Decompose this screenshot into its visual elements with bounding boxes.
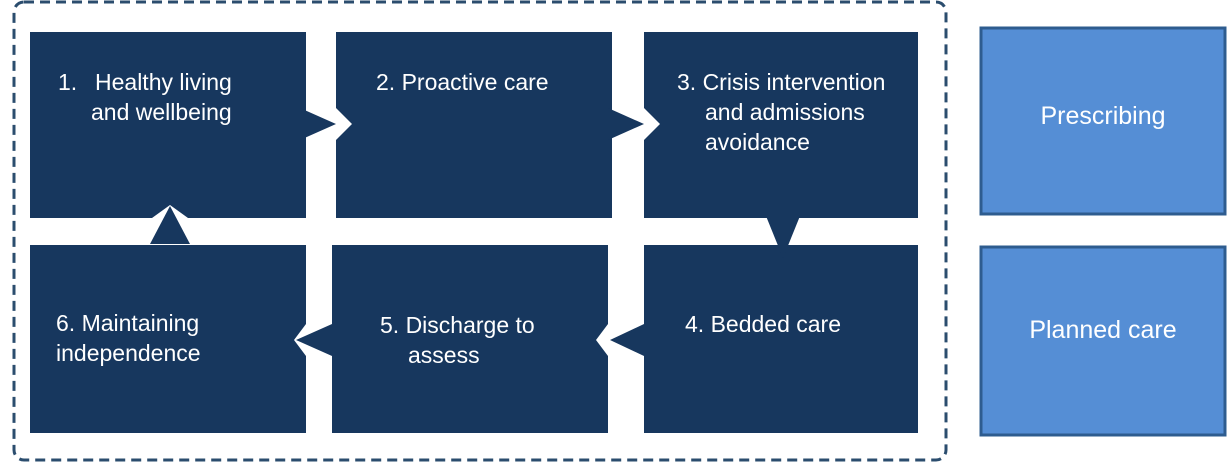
step-6-to-1-arrow xyxy=(150,206,190,244)
step-5-label: 5. Discharge to assess xyxy=(380,312,541,368)
step-3-line-1: 3. Crisis intervention xyxy=(677,69,885,95)
step-5-line-1: 5. Discharge to xyxy=(380,312,535,338)
step-3-line-2: and admissions xyxy=(705,99,865,125)
step-5-line-2: assess xyxy=(408,342,480,368)
step-4-line-1: 4. Bedded care xyxy=(685,311,841,337)
step-3-line-3: avoidance xyxy=(705,129,810,155)
planned-care-box xyxy=(979,245,1227,437)
planned-care-label: Planned care xyxy=(1029,316,1176,344)
step-2-to-3-arrow xyxy=(608,108,644,140)
step-1-label: 1. Healthy living and wellbeing xyxy=(58,69,238,125)
step-5-box xyxy=(296,245,608,433)
step-1-to-2-arrow xyxy=(300,108,336,140)
step-4-box xyxy=(610,245,918,433)
step-6-line-2: independence xyxy=(56,340,201,366)
step-3-label: 3. Crisis intervention and admissions av… xyxy=(677,69,892,155)
step-3-to-4-arrow xyxy=(766,216,800,258)
step-3-box xyxy=(644,32,918,218)
step-4-label: 4. Bedded care xyxy=(685,311,841,337)
step-1-line-2: and wellbeing xyxy=(91,99,232,125)
step-6-label: 6. Maintaining independence xyxy=(56,310,206,366)
step-1-box xyxy=(30,32,306,218)
step-1-line-1: Healthy living xyxy=(95,69,232,95)
prescribing-label: Prescribing xyxy=(1040,102,1165,130)
prescribing-box xyxy=(979,26,1227,216)
step-6-line-1: 6. Maintaining xyxy=(56,310,199,336)
pathway-frame xyxy=(12,0,948,462)
step-2-line-1: 2. Proactive care xyxy=(376,69,549,95)
step-1-number: 1. xyxy=(58,69,77,95)
step-2-label: 2. Proactive care xyxy=(376,69,549,95)
step-6-box xyxy=(30,245,306,433)
step-2-box xyxy=(336,32,612,218)
